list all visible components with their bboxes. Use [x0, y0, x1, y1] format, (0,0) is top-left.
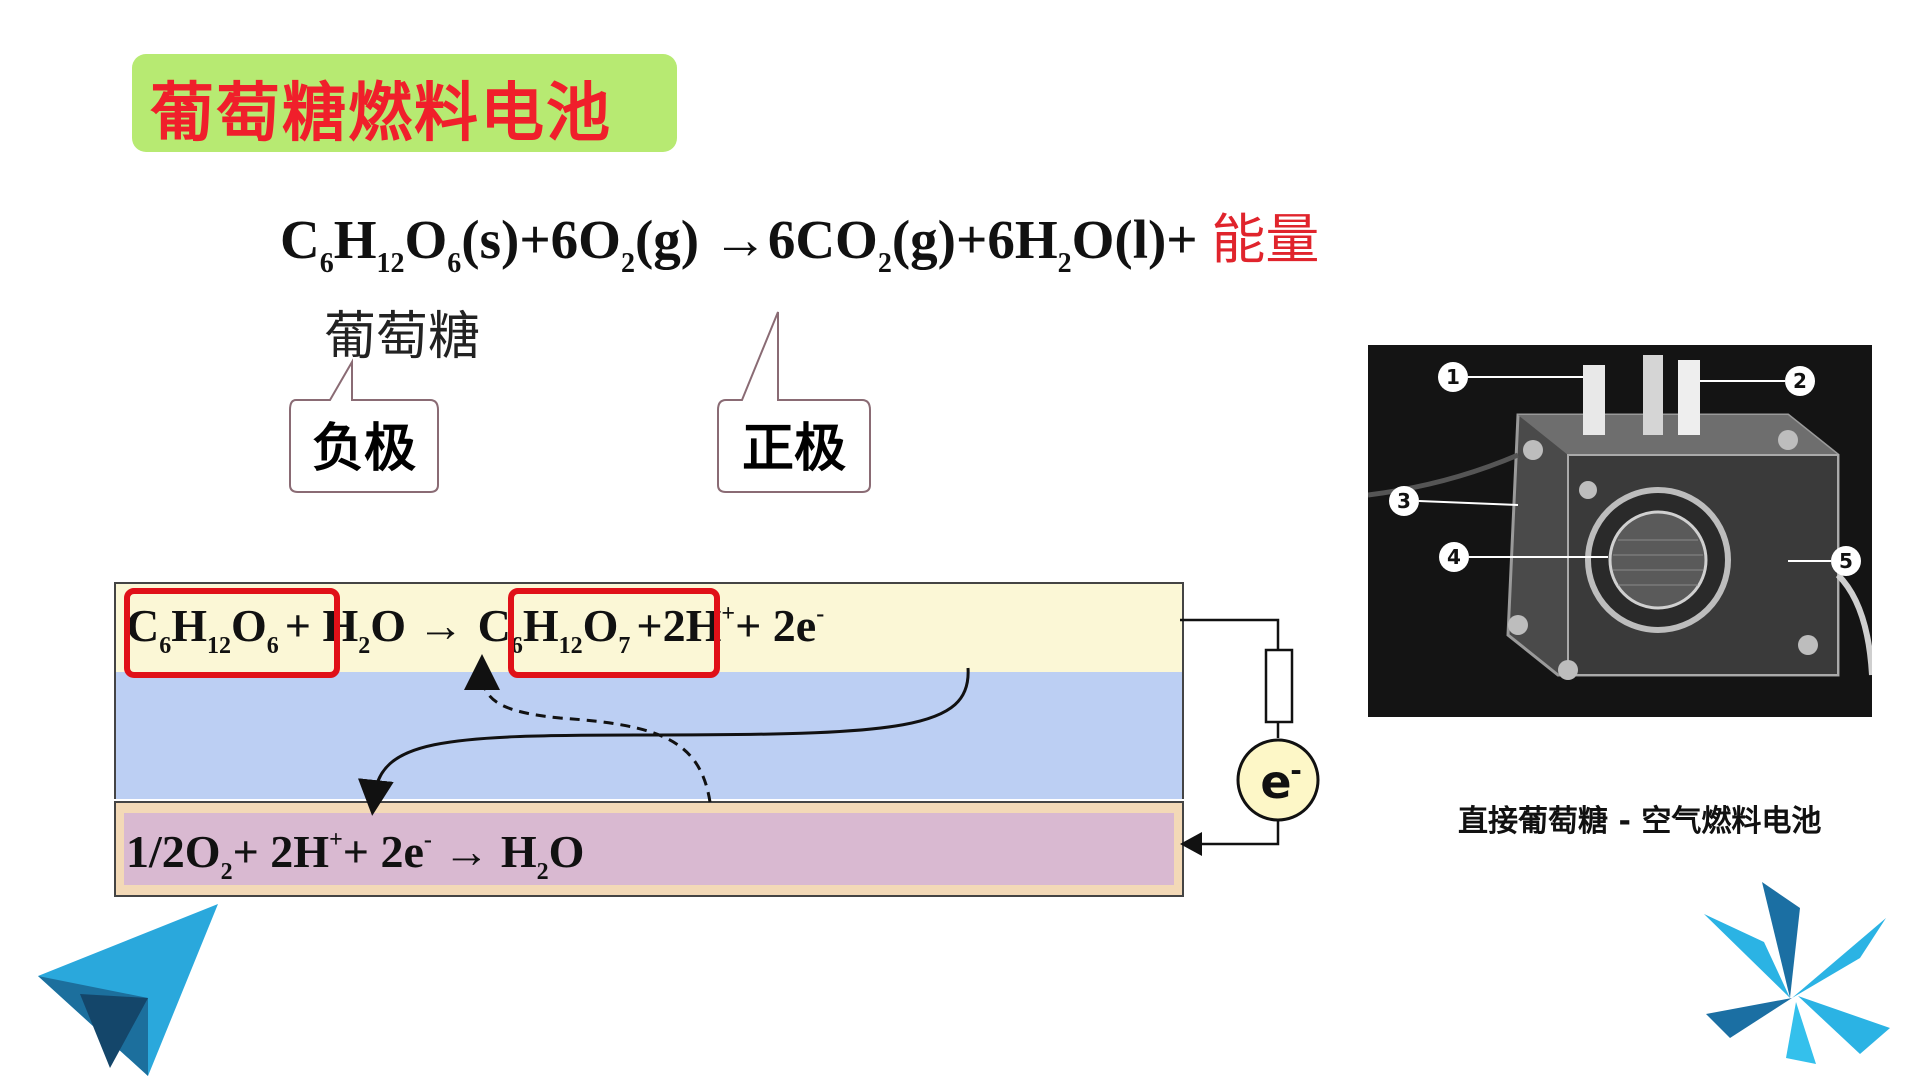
slide-title: 葡萄糖燃料电池 [150, 77, 612, 151]
svg-text:1: 1 [1446, 365, 1460, 389]
electron-symbol: e [1260, 755, 1291, 809]
svg-text:5: 5 [1839, 549, 1853, 573]
energy-term: 能量 [1211, 208, 1320, 271]
paper-plane-logo-icon [38, 904, 218, 1076]
overall-equation: C6H12O6(s)+6O2(g) →6CO2(g)+6H2O(l)+ 能量 [280, 208, 1320, 279]
title-banner [132, 54, 677, 152]
proton-flow-arrow [357, 667, 970, 816]
resistor-icon [1264, 648, 1294, 724]
cathode-callout-bubble [717, 311, 871, 493]
circuit-wire-top [1180, 618, 1280, 650]
photo-caption: 直接葡萄糖 - 空气燃料电池 [1458, 804, 1822, 839]
anode-reaction: C6H12O6+ H2O →C6H12O7+2H++ 2e- [126, 600, 825, 659]
fuel-cell-illustration: 1 2 3 4 5 [1368, 345, 1872, 717]
cathode-reaction: 1/2O2+ 2H++ 2e- → H2O [126, 826, 585, 885]
svg-text:3: 3 [1397, 489, 1411, 513]
circuit-arrowhead [1180, 832, 1202, 856]
gluconic-acid-highlight-box [508, 588, 720, 678]
anode-callout-bubble [289, 358, 439, 493]
svg-text:2: 2 [1793, 369, 1807, 393]
svg-text:4: 4 [1447, 545, 1461, 569]
anode-label: 负极 [312, 419, 416, 479]
glucose-highlight-box [124, 588, 340, 678]
electrode-callouts: 负极 正极 [289, 311, 871, 493]
starburst-logo-icon [1704, 882, 1890, 1064]
fuel-cell-photo: 1 2 3 4 5 [1368, 345, 1872, 717]
glucose-label: 葡萄糖 [324, 307, 481, 367]
circuit-wire-bottom [1196, 820, 1280, 846]
dashed-flow-arrow [464, 654, 712, 803]
cathode-label: 正极 [742, 419, 846, 479]
cathode-band-inner [124, 813, 1174, 885]
electron-charge: - [1290, 754, 1302, 787]
